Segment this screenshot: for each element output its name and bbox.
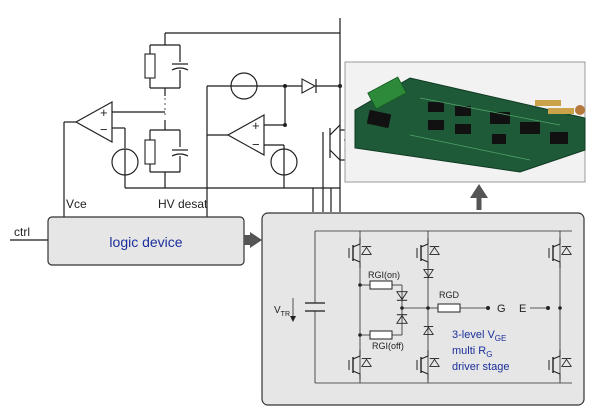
rgi-on-label: RGI(on) bbox=[368, 270, 400, 280]
voltage-source-icon bbox=[270, 148, 298, 176]
hv-divider-upper bbox=[144, 32, 340, 118]
comparator-minus-label: − bbox=[100, 122, 108, 137]
logic-device-block: logic device bbox=[47, 216, 245, 266]
arrow-up-icon bbox=[470, 184, 488, 210]
comparator-icon bbox=[74, 100, 113, 144]
desat-minus-label: − bbox=[252, 137, 260, 152]
hv-desat-label: HV desat bbox=[158, 197, 208, 211]
resistor-icon bbox=[437, 303, 461, 313]
desat-plus-label: + bbox=[252, 118, 260, 133]
driver-stage-block: VTR RGI(on) RGI(off) bbox=[261, 212, 585, 406]
capacitor-icon bbox=[305, 295, 325, 325]
emitter-terminal-label: E bbox=[519, 303, 526, 315]
desat-comparator: + − bbox=[206, 72, 342, 225]
rgd-label: RGD bbox=[439, 290, 460, 300]
resistor-icon bbox=[144, 53, 156, 79]
capacitor-icon bbox=[171, 149, 189, 157]
gate-terminal-label: G bbox=[497, 303, 506, 315]
ctrl-label: ctrl bbox=[14, 225, 30, 239]
resistor-icon bbox=[369, 330, 393, 340]
board-photo bbox=[344, 61, 586, 183]
rgi-off-label: RGI(off) bbox=[372, 341, 404, 351]
diode-icon bbox=[301, 78, 317, 94]
voltage-source-icon bbox=[230, 72, 258, 100]
voltage-source-icon bbox=[111, 148, 139, 176]
capacitor-icon bbox=[171, 63, 189, 71]
arrow-right-icon bbox=[244, 232, 262, 248]
vce-label: Vce bbox=[66, 197, 87, 211]
vtr-label: VTR bbox=[274, 305, 290, 318]
logic-device-label: logic device bbox=[109, 234, 182, 250]
resistor-icon bbox=[144, 139, 156, 165]
comparator-icon bbox=[226, 113, 265, 157]
vce-comparator: + − bbox=[63, 100, 165, 225]
resistor-icon bbox=[369, 280, 393, 290]
comparator-plus-label: + bbox=[100, 105, 108, 120]
stage-line3: driver stage bbox=[452, 361, 509, 373]
stage-line2: multi RG bbox=[452, 345, 492, 359]
stage-line1: 3-level VGE bbox=[452, 329, 506, 343]
hv-divider-lower bbox=[144, 120, 189, 188]
